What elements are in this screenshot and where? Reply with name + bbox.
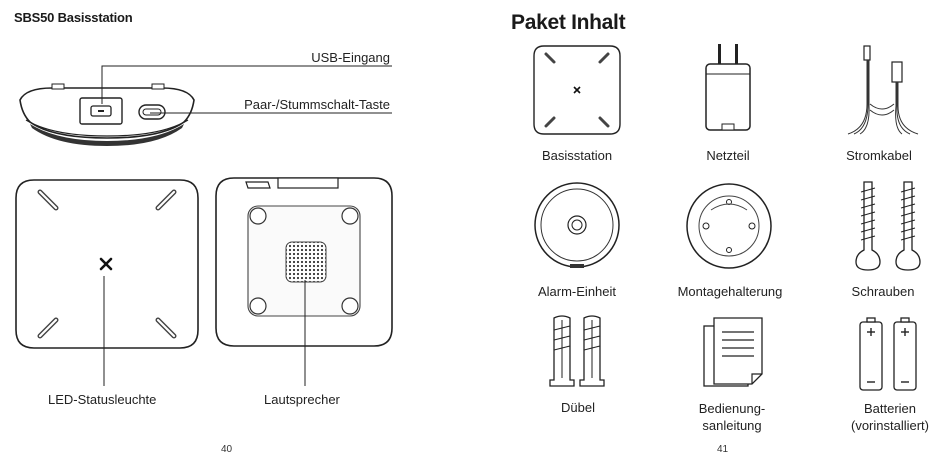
- usb-cable-icon: [840, 44, 922, 136]
- item-label-3: Alarm-Einheit: [530, 284, 624, 299]
- batteries-icon: [856, 316, 920, 392]
- item-label-6: Dübel: [538, 400, 618, 415]
- item-label-1: Netzteil: [688, 148, 768, 163]
- screws-icon: [850, 180, 926, 274]
- item-label-5: Schrauben: [838, 284, 928, 299]
- item-label-4: Montagehalterung: [670, 284, 790, 299]
- item-label-0: Basisstation: [536, 148, 618, 163]
- speaker-callout-line: [0, 0, 400, 400]
- item-label-8: Batterien (vorinstalliert): [834, 400, 946, 434]
- manual-icon: [702, 316, 764, 388]
- page-number-right: 41: [717, 444, 728, 455]
- alarm-unit-icon: [534, 182, 620, 270]
- mounting-bracket-icon: [686, 182, 772, 270]
- item-label-2: Stromkabel: [834, 148, 924, 163]
- right-page-title: Paket Inhalt: [511, 11, 625, 35]
- speaker-label: Lautsprecher: [264, 392, 340, 407]
- base-station-icon: [534, 46, 620, 134]
- page-number-left: 40: [221, 444, 232, 455]
- wall-plugs-icon: [548, 314, 608, 388]
- power-adapter-icon: [704, 44, 752, 136]
- item-label-7: Bedienung- sanleitung: [690, 400, 774, 434]
